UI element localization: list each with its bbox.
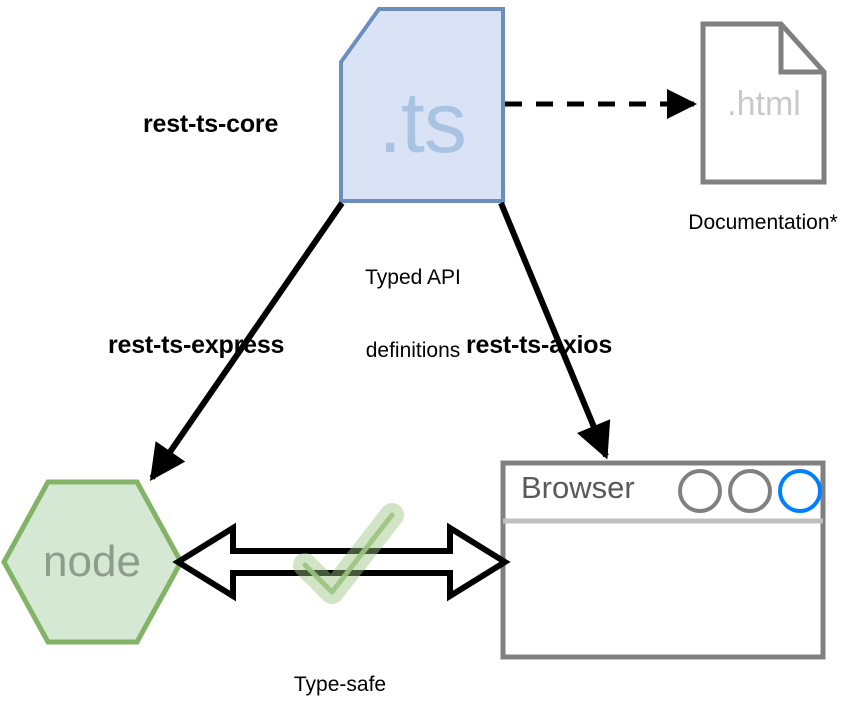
caption-type-safe-communication: Type-safe communication across the HTTP … [225, 625, 455, 720]
edge-core-to-browser [498, 201, 611, 460]
browser-title-text: Browser [521, 470, 635, 505]
tab-circle-1-icon[interactable] [678, 469, 722, 513]
caption-line-1: Typed API [365, 266, 461, 290]
caption-typed-api-definitions: Typed API definitions [343, 218, 483, 411]
ts-file-shape [339, 7, 505, 203]
label-rest-ts-express: rest-ts-express [108, 331, 285, 359]
node-hexagon-glyph-text: node [43, 537, 141, 586]
label-rest-ts-core: rest-ts-core [143, 110, 279, 138]
caption-line-2: definitions [365, 338, 461, 362]
caption-line-1: Type-safe [293, 673, 387, 697]
check-mark-outline-icon [302, 512, 395, 595]
html-document-glyph-text: .html [727, 84, 801, 123]
html-document-fold [778, 24, 824, 75]
edge-core-to-node [149, 201, 345, 481]
edge-node-to-browser [172, 522, 511, 602]
caption-documentation: Documentation* [688, 211, 838, 234]
tab-circle-2-icon[interactable] [728, 469, 772, 513]
html-document-shape [700, 21, 827, 185]
label-rest-ts-axios: rest-ts-axios [466, 331, 613, 359]
tab-circle-3-icon[interactable] [778, 469, 822, 513]
